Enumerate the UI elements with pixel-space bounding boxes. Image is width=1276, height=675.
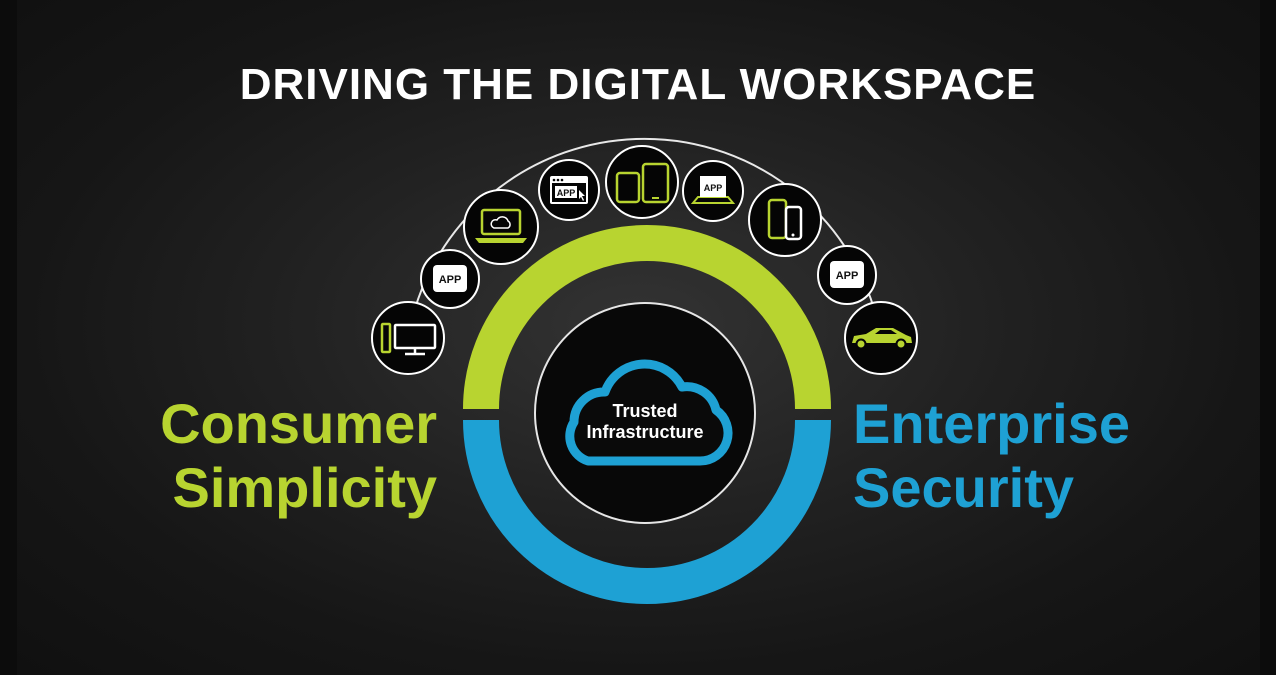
device-phones: [748, 183, 822, 257]
device-tablets: [605, 145, 679, 219]
right-label-line2: Security: [853, 456, 1074, 519]
device-browser: APP: [538, 159, 600, 221]
tablet-devices-icon: [615, 162, 670, 204]
headline: DRIVING THE DIGITAL WORKSPACE: [239, 60, 1037, 109]
device-app-3: APP: [817, 245, 877, 305]
laptop-cloud-icon: [475, 208, 527, 243]
app-3-label: APP: [836, 270, 859, 282]
app-1-label: APP: [439, 274, 462, 286]
app-box-icon: [690, 176, 736, 204]
device-connector-arc: [407, 137, 882, 339]
device-desktop: [371, 301, 445, 375]
device-app-2: APP: [682, 160, 744, 222]
left-label-line1: Consumer: [160, 392, 437, 455]
app-icon: [830, 261, 864, 288]
center-label-line2: Infrastructure: [586, 422, 703, 442]
smartphone-icon: [767, 198, 803, 241]
browser-app-label: APP: [557, 188, 576, 198]
cloud-icon: [565, 359, 733, 466]
desktop-computer-icon: [380, 322, 437, 356]
consumer-simplicity-label: Consumer Simplicity: [152, 392, 437, 520]
car-icon: [852, 328, 912, 350]
center-label-line1: Trusted: [612, 401, 677, 421]
consumer-ring-arc: [463, 225, 831, 410]
device-car: [844, 301, 918, 375]
app-2-label: APP: [704, 183, 723, 193]
enterprise-security-label: Enterprise Security: [853, 392, 1153, 520]
left-label-line2: Simplicity: [172, 456, 437, 519]
security-ring-arc: [463, 419, 831, 604]
device-app-1: APP: [420, 249, 480, 309]
browser-app-icon: [550, 176, 588, 204]
right-label-line1: Enterprise: [853, 392, 1130, 455]
app-icon: [433, 265, 467, 292]
device-laptop: [463, 189, 539, 265]
